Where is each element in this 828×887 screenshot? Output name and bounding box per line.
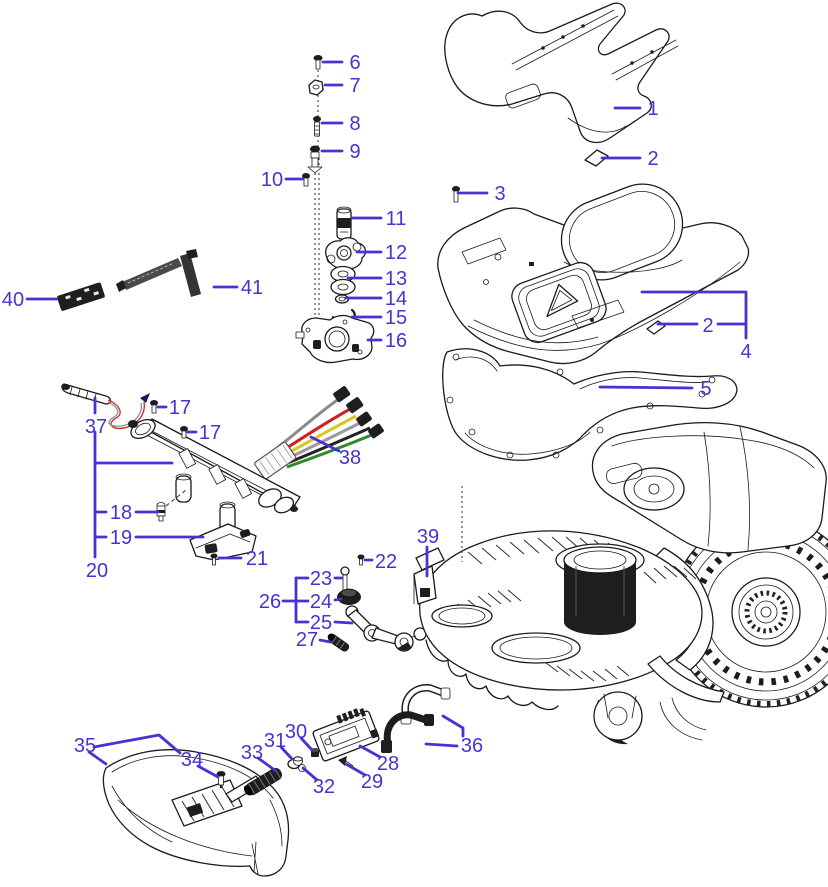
callout-label-38: 38 xyxy=(339,447,361,469)
leader-line-35-1 xyxy=(92,733,182,755)
part-chassis xyxy=(413,421,828,745)
spindle-stack xyxy=(295,206,375,364)
callout-label-29: 29 xyxy=(361,771,383,793)
leader-line-31 xyxy=(279,745,294,761)
callout-label-6: 6 xyxy=(349,52,360,74)
bumper-assembly xyxy=(102,748,319,877)
callout-label-24: 24 xyxy=(310,591,332,613)
callout-label-28: 28 xyxy=(377,753,399,775)
callout-label-32: 32 xyxy=(313,776,335,798)
callout-label-40: 40 xyxy=(2,289,24,311)
callout-label-20: 20 xyxy=(86,560,108,582)
callout-label-17a: 17 xyxy=(169,397,191,419)
leader-line-36 xyxy=(441,714,465,738)
leader-line-5 xyxy=(598,385,694,390)
callout-label-23: 23 xyxy=(310,568,332,590)
part-sensor xyxy=(61,383,150,430)
front-caster xyxy=(593,691,643,745)
part-pad-top xyxy=(584,149,609,167)
pivot-cluster xyxy=(327,554,427,652)
callout-label-35: 35 xyxy=(74,735,96,757)
callout-label-21: 21 xyxy=(246,548,268,570)
callout-label-3: 3 xyxy=(494,183,505,205)
callout-label-8: 8 xyxy=(349,113,360,135)
part-wire-harness xyxy=(254,386,384,480)
leader-line-29 xyxy=(344,762,367,777)
callout-label-26: 26 xyxy=(259,591,281,613)
right-guard xyxy=(647,655,725,741)
callout-layer: 1236789101112131415164041245371717381819… xyxy=(2,52,752,798)
callout-label-39: 39 xyxy=(417,526,439,548)
callout-label-22: 22 xyxy=(375,551,397,573)
leader-line-28 xyxy=(358,744,382,759)
callout-label-18: 18 xyxy=(110,502,132,524)
leader-line-36-1 xyxy=(424,742,459,748)
leader-line-38 xyxy=(309,435,341,453)
callout-label-9: 9 xyxy=(349,141,360,163)
callout-label-30: 30 xyxy=(285,721,307,743)
rear-cover xyxy=(591,421,827,554)
part-gasket xyxy=(442,348,738,461)
callout-label-19: 19 xyxy=(110,527,132,549)
callout-label-5: 5 xyxy=(700,378,711,400)
callout-label-1: 1 xyxy=(647,98,658,120)
leader-line-24-1 xyxy=(333,597,343,602)
callout-label-27: 27 xyxy=(296,629,318,651)
fastener-column xyxy=(302,55,460,338)
callout-label-34: 34 xyxy=(181,749,203,771)
part-top-cover xyxy=(444,2,679,144)
part-pcb xyxy=(57,282,105,311)
leader-line-33 xyxy=(256,756,278,773)
part-upper-body xyxy=(437,183,750,365)
callout-label-17b: 17 xyxy=(199,422,221,444)
leader-line-4 xyxy=(640,290,748,340)
callout-label-31: 31 xyxy=(264,730,286,752)
callout-label-25: 25 xyxy=(310,612,332,634)
callout-label-37: 37 xyxy=(85,416,107,438)
height-adjuster-assembly xyxy=(128,400,301,566)
callout-label-2a: 2 xyxy=(647,148,658,170)
leader-line-35 xyxy=(87,750,108,766)
callout-label-7: 7 xyxy=(349,75,360,97)
leader-line-27 xyxy=(318,638,332,644)
leader-line-30 xyxy=(299,736,314,752)
callout-label-15: 15 xyxy=(385,307,407,329)
callout-label-36: 36 xyxy=(461,735,483,757)
callout-label-41: 41 xyxy=(241,277,263,299)
deck xyxy=(419,530,703,711)
leader-line-34 xyxy=(196,764,220,779)
callout-label-10: 10 xyxy=(261,169,283,191)
leader-line-25-1 xyxy=(333,620,354,625)
callout-label-14: 14 xyxy=(385,288,407,310)
callout-label-4: 4 xyxy=(740,341,751,363)
part-panel xyxy=(312,708,380,762)
callout-label-33: 33 xyxy=(241,742,263,764)
part-rods xyxy=(116,249,201,297)
part-bail-handles xyxy=(381,684,451,753)
callout-label-16: 16 xyxy=(385,330,407,352)
callout-label-12: 12 xyxy=(385,242,407,264)
parts-artwork xyxy=(57,2,828,877)
callout-label-2b: 2 xyxy=(702,315,713,337)
left-bracket xyxy=(413,547,445,605)
callout-label-11: 11 xyxy=(386,208,407,230)
callout-label-13: 13 xyxy=(385,268,407,290)
leader-line-32 xyxy=(301,766,319,782)
